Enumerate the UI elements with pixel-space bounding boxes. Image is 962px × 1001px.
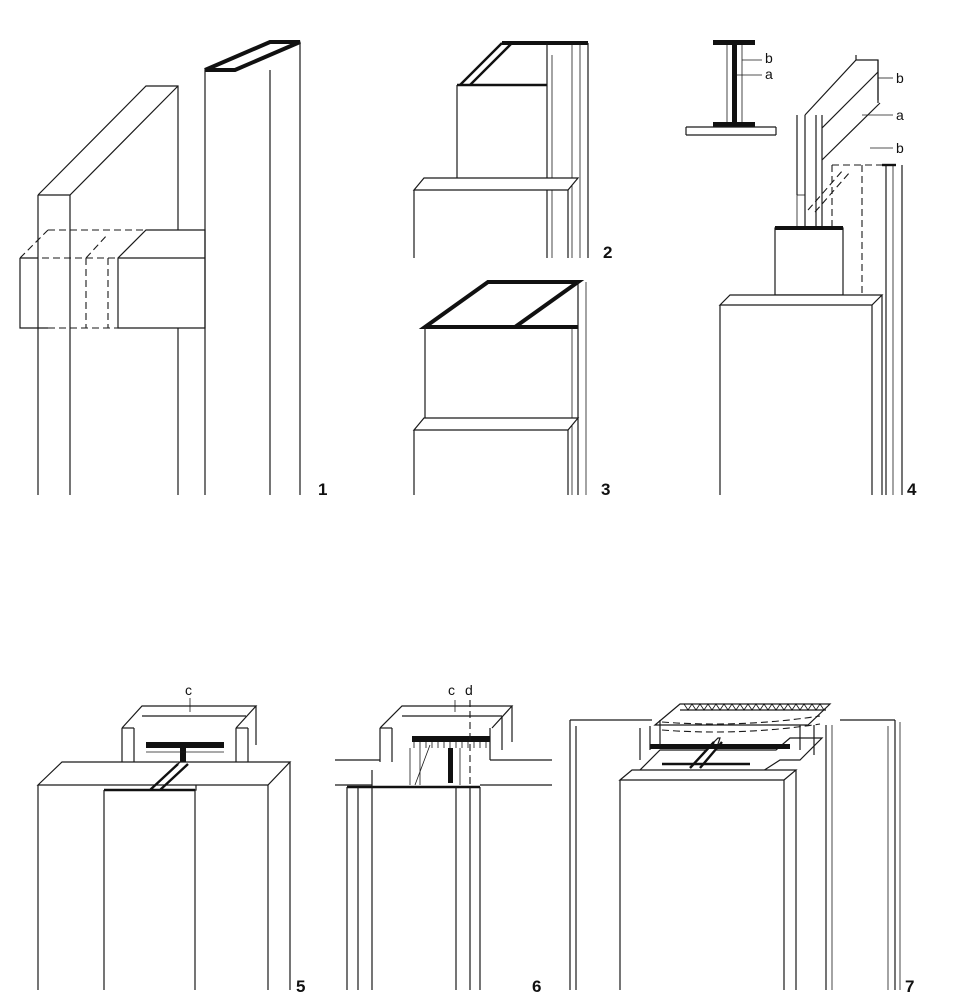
figure-6-column-beam-joint-slab: c d 6: [335, 682, 552, 996]
figure-7-number: 7: [905, 977, 914, 996]
label-c: c: [185, 682, 192, 698]
label-b-lower: b: [896, 140, 904, 156]
figure-1-number: 1: [318, 480, 327, 499]
label-b-upper: b: [896, 70, 904, 86]
figure-4-plate-girder-on-column: b a b a b: [685, 40, 917, 499]
figure-1-box-column-with-beams: 1: [19, 40, 327, 499]
label-b-inset: b: [765, 50, 773, 66]
figure-5-column-beam-joint: c 5: [36, 682, 305, 996]
figure-7-composite-column-joint: 7: [569, 703, 914, 996]
figure-2-number: 2: [603, 243, 612, 262]
figure-3-box-column-splice: 3: [412, 280, 610, 499]
label-d: d: [465, 682, 473, 698]
figure-3-number: 3: [601, 480, 610, 499]
figure-5-number: 5: [296, 977, 305, 996]
label-a-inset: a: [765, 66, 773, 82]
figure-2-column-splice: 2: [412, 41, 612, 262]
label-a: a: [896, 107, 904, 123]
figure-4-section-inset: b a: [685, 40, 777, 136]
figure-6-number: 6: [532, 977, 541, 996]
figure-4-number: 4: [907, 480, 917, 499]
figure-7-hatch: [683, 703, 825, 711]
figure-6-weld-hatch: [413, 742, 487, 748]
label-c: c: [448, 682, 455, 698]
